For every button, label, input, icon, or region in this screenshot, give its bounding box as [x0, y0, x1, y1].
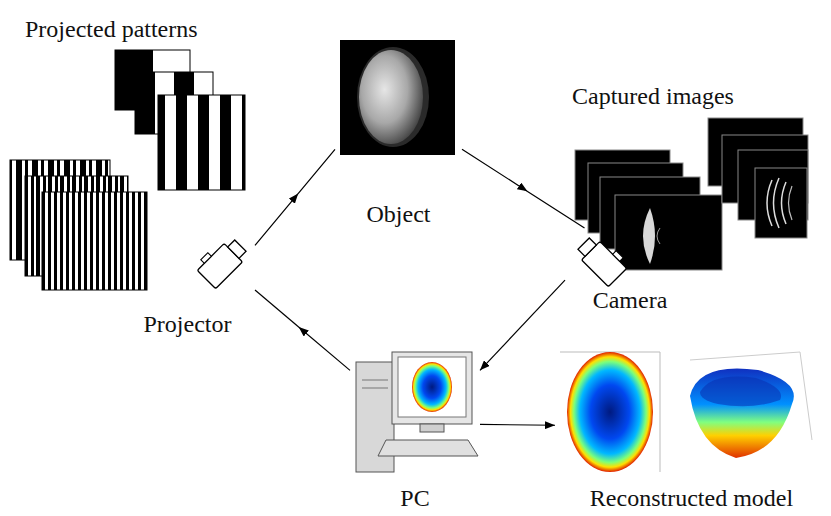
pattern-cards — [10, 50, 245, 290]
projector-icon — [228, 240, 246, 258]
computer-icon — [362, 380, 388, 381]
reconstruction-plots — [660, 352, 661, 472]
object-group: Object — [335, 35, 462, 232]
computer-icon — [356, 352, 478, 472]
reconstruction-plots — [690, 368, 794, 458]
projector-icon — [194, 233, 250, 289]
arrow-connector — [480, 424, 555, 426]
pattern-cards — [42, 192, 147, 290]
arrow-connector — [255, 149, 335, 245]
reconstruction-plots — [567, 352, 653, 472]
pattern-cards — [135, 72, 155, 134]
pc-group: PC — [350, 345, 480, 514]
object-image — [340, 40, 455, 155]
model-group: Reconstructed model — [555, 340, 828, 514]
pattern-cards — [158, 95, 245, 190]
captured-image-stack — [789, 186, 793, 220]
pattern-cards — [42, 192, 147, 290]
computer-icon — [412, 362, 452, 412]
captured-image-stack — [575, 118, 808, 270]
computer-icon — [398, 357, 466, 417]
camera-icon — [578, 238, 596, 256]
captured-image-stack — [774, 178, 780, 228]
captured-image-stack — [657, 228, 660, 244]
node-label: Captured images — [565, 82, 810, 110]
reconstruction-plots — [560, 352, 812, 472]
computer-icon — [392, 352, 472, 424]
reconstruction-plots — [700, 377, 781, 407]
pattern-cards — [158, 95, 245, 190]
object-image — [357, 47, 429, 147]
arrow-connector — [462, 149, 585, 228]
captured-image-stack — [615, 195, 722, 270]
captured-image-stack — [755, 168, 807, 238]
node-label: Object — [335, 200, 462, 228]
reconstruction-plots — [690, 352, 800, 360]
computer-icon — [420, 424, 444, 432]
arrow-connector — [480, 280, 565, 370]
projector-icon — [201, 253, 212, 264]
object-image — [340, 40, 455, 155]
object-image — [359, 50, 423, 144]
node-label: Projector — [120, 310, 255, 338]
node-label: Camera — [565, 286, 695, 314]
node-label: PC — [350, 484, 480, 512]
projector-group: Projector — [120, 236, 255, 340]
captured-image-stack — [767, 180, 772, 226]
pattern-group: Projected patterns — [5, 5, 248, 232]
reconstruction-plots — [800, 352, 812, 440]
node-label: Reconstructed model — [555, 484, 828, 512]
computer-icon — [378, 440, 478, 456]
camera-icon — [574, 231, 630, 287]
captured-image-stack — [643, 208, 655, 264]
arrow-connector — [255, 290, 350, 370]
captured-image-stack — [782, 182, 787, 224]
captured-group: Captured images — [565, 75, 810, 225]
camera-group: Camera — [565, 228, 695, 318]
camera-icon — [613, 251, 624, 262]
computer-icon — [362, 388, 388, 389]
node-label: Projected patterns — [5, 15, 248, 43]
